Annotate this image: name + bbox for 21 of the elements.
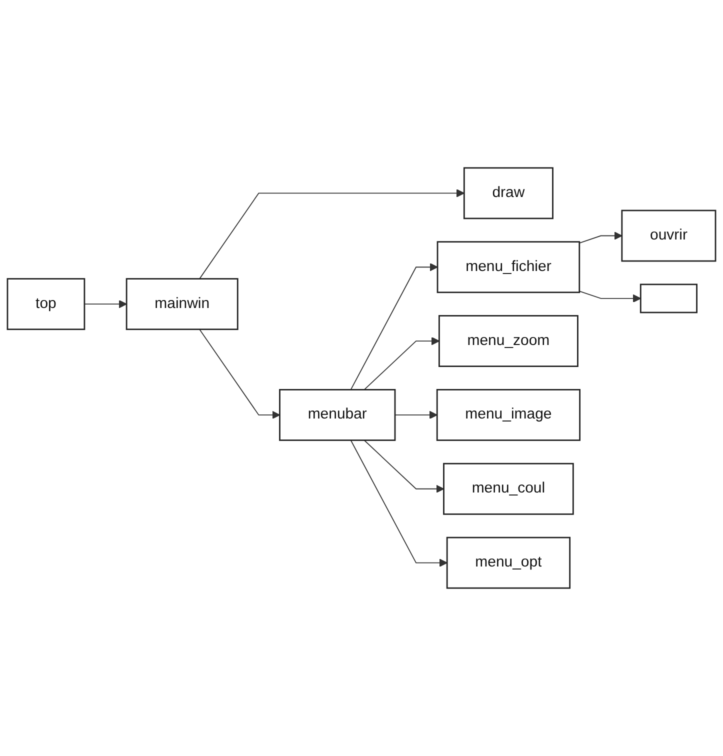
node-box: top — [6, 278, 86, 330]
arrow — [364, 440, 444, 493]
arrow — [84, 300, 127, 308]
arrow — [350, 263, 438, 390]
node-box: menu_fichier — [436, 241, 580, 294]
node-box: menu_opt — [446, 536, 571, 589]
node-box: menubar — [279, 389, 396, 441]
arrow — [364, 336, 440, 390]
arrow — [199, 189, 465, 280]
arrow — [350, 440, 448, 567]
arrow — [578, 232, 622, 244]
node-box — [640, 284, 698, 314]
node-box: menu_image — [436, 389, 581, 441]
node-box: menu_coul — [443, 462, 574, 515]
node-box: draw — [463, 167, 554, 220]
arrow — [199, 328, 280, 420]
arrow — [394, 410, 438, 420]
node-box: mainwin — [126, 278, 238, 330]
node-box: ouvrir — [621, 210, 716, 262]
node-box: menu_zoom — [438, 315, 578, 367]
arrow — [578, 290, 642, 303]
